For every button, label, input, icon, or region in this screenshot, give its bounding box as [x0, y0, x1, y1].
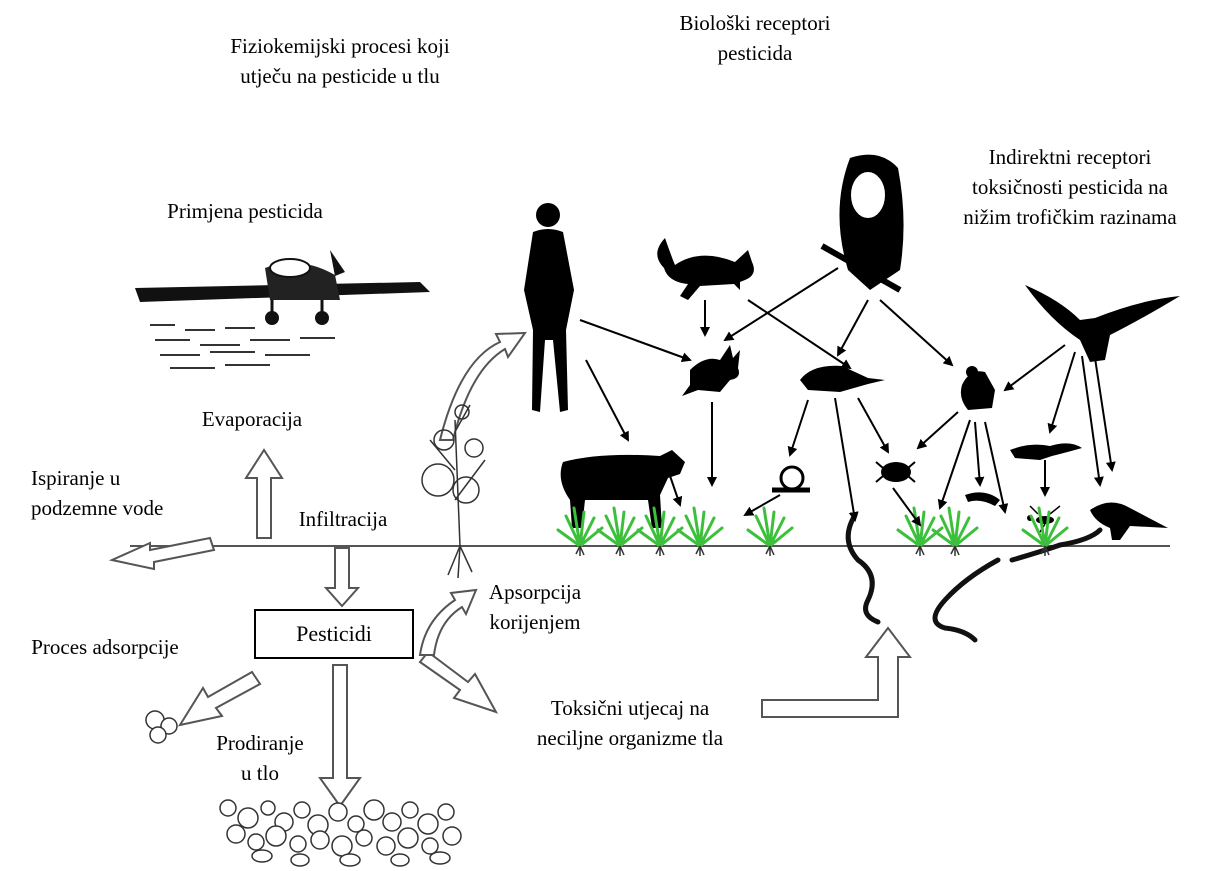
toxic-up-arrow [762, 628, 910, 717]
caterpillar-icon [965, 492, 1000, 506]
toxic-arrow [420, 652, 496, 712]
root-absorption-label: Apsorpcija korijenjem [470, 577, 600, 637]
snail-icon [772, 467, 810, 490]
processes-heading: Fiziokemijski procesi koji utječu na pes… [190, 31, 490, 91]
human-icon [524, 203, 574, 412]
bird-icon [1090, 502, 1168, 540]
shrew-icon [800, 366, 885, 392]
infiltration-arrow [326, 548, 358, 606]
adsorption-particles [146, 711, 177, 743]
fox-icon [657, 238, 754, 300]
evaporation-arrow [246, 450, 282, 538]
adsorption-arrow [180, 672, 260, 725]
infiltration-label: Infiltracija [283, 504, 403, 534]
eagle-icon [1025, 285, 1180, 362]
soil-particles-icon [220, 800, 461, 866]
application-label: Primjena pesticida [130, 196, 360, 226]
evaporation-label: Evaporacija [172, 404, 332, 434]
penetration-label: Prodiranje u tlo [195, 728, 325, 788]
receptors-heading: Biološki receptori pesticida [660, 8, 850, 68]
leaching-label: Ispiranje u podzemne vode [31, 463, 201, 523]
toxic-effect-label: Toksični utjecaj na neciljne organizme t… [505, 693, 755, 753]
adsorption-label: Proces adsorpcije [5, 632, 205, 662]
lizard-icon [1010, 443, 1082, 460]
plane-icon [135, 250, 430, 368]
root-absorption-arrow [420, 590, 476, 655]
mouse-icon [961, 366, 995, 410]
plant-to-human-arrow [440, 333, 525, 440]
pesticides-box: Pesticidi [254, 609, 414, 659]
penetration-arrow [320, 665, 360, 806]
indirect-receptors-heading: Indirektni receptori toksičnosti pestici… [935, 142, 1205, 232]
grass [558, 508, 1067, 556]
leaching-arrow [112, 538, 214, 569]
rabbit-icon [682, 345, 740, 396]
beetle-icon [876, 462, 915, 482]
